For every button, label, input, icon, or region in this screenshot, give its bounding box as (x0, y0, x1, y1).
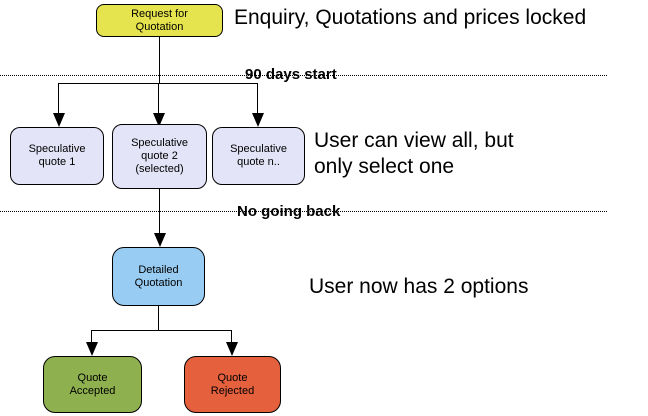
arrowhead-to-detailed (154, 233, 166, 247)
arrowhead-to-spec2 (153, 113, 165, 127)
connector-detailed-stem (158, 306, 159, 331)
connector-request-stem (159, 37, 160, 83)
connector-branch-bar-bottom (91, 330, 232, 331)
phase-divider-label-90-days: 90 days start (245, 66, 337, 83)
connector-stub-spec2 (158, 83, 159, 113)
arrowhead-to-spec1 (53, 113, 65, 127)
phase-divider-label-no-going-back: No going back (237, 203, 341, 220)
connector-spec2-to-detailed (159, 189, 160, 233)
node-speculative-quote-n: Speculative quote n.. (212, 127, 305, 185)
annotation-enquiry: Enquiry, Quotations and prices locked (234, 6, 587, 29)
connector-stub-specn (257, 83, 258, 113)
phase-divider-line-1 (0, 75, 607, 76)
node-request-for-quotation: Request for Quotation (96, 4, 223, 37)
node-quote-accepted: Quote Accepted (43, 356, 142, 413)
annotation-user-can-view: User can view all, but only select one (314, 129, 514, 178)
phase-divider-line-2 (0, 211, 607, 212)
connector-stub-rejected (231, 330, 232, 343)
connector-stub-accepted (91, 330, 92, 343)
arrowhead-to-specn (252, 113, 264, 127)
connector-stub-spec1 (58, 83, 59, 113)
arrowhead-to-accepted (86, 342, 98, 356)
node-speculative-quote-1: Speculative quote 1 (10, 127, 104, 185)
arrowhead-to-rejected (226, 342, 238, 356)
node-speculative-quote-2: Speculative quote 2 (selected) (112, 124, 207, 189)
annotation-user-options: User now has 2 options (309, 275, 529, 298)
node-detailed-quotation: Detailed Quotation (112, 247, 205, 306)
node-quote-rejected: Quote Rejected (184, 356, 281, 413)
